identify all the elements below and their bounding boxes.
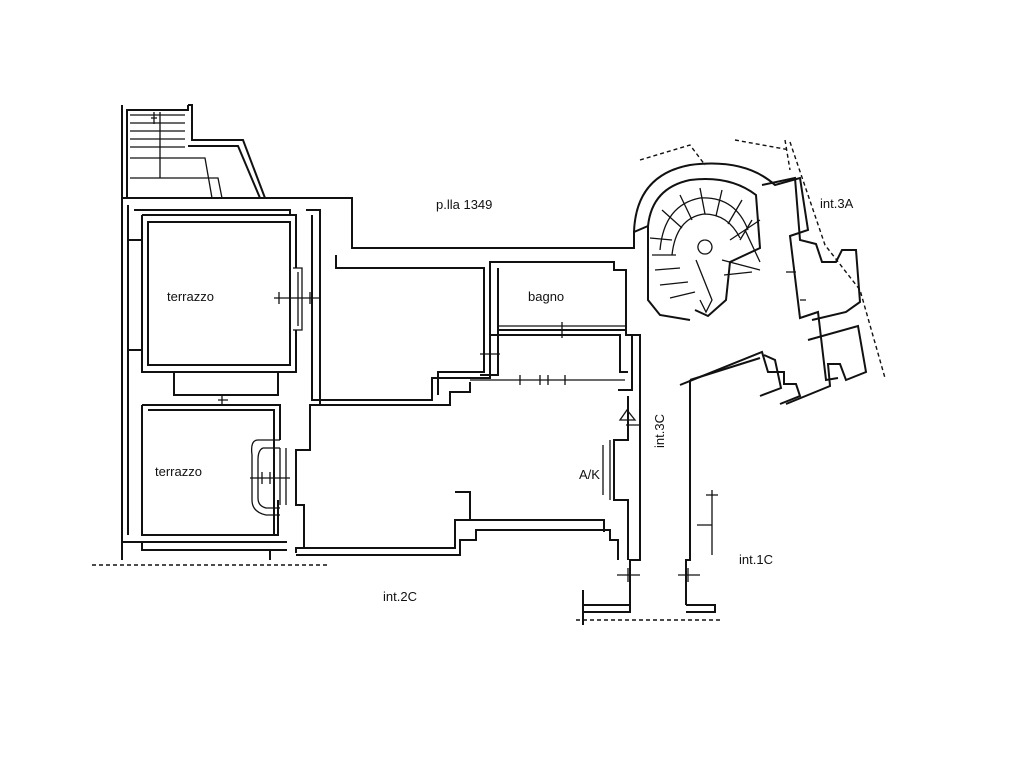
external-stair-top-left bbox=[121, 104, 267, 199]
parcel-label: p.lla 1349 bbox=[436, 197, 492, 212]
central-rooms bbox=[295, 209, 633, 560]
stair-corridor-int3c bbox=[576, 334, 802, 625]
building-outline bbox=[121, 197, 649, 543]
boundary-lower-left bbox=[92, 542, 330, 566]
terrace-upper-label: terrazzo bbox=[167, 289, 214, 304]
int1c-label: int.1C bbox=[739, 552, 773, 567]
terrace-lower-label: terrazzo bbox=[155, 464, 202, 479]
terrace-lower bbox=[141, 404, 290, 560]
int2c-label: int.2C bbox=[383, 589, 417, 604]
neighbour-int3a bbox=[759, 141, 886, 405]
int3a-label: int.3A bbox=[820, 196, 854, 211]
living-ak-label: A/K bbox=[579, 467, 600, 482]
int3c-label: int.3C bbox=[652, 414, 667, 448]
terrace-upper bbox=[128, 214, 320, 405]
spiral-staircase bbox=[633, 139, 839, 382]
bathroom-label: bagno bbox=[528, 289, 564, 304]
